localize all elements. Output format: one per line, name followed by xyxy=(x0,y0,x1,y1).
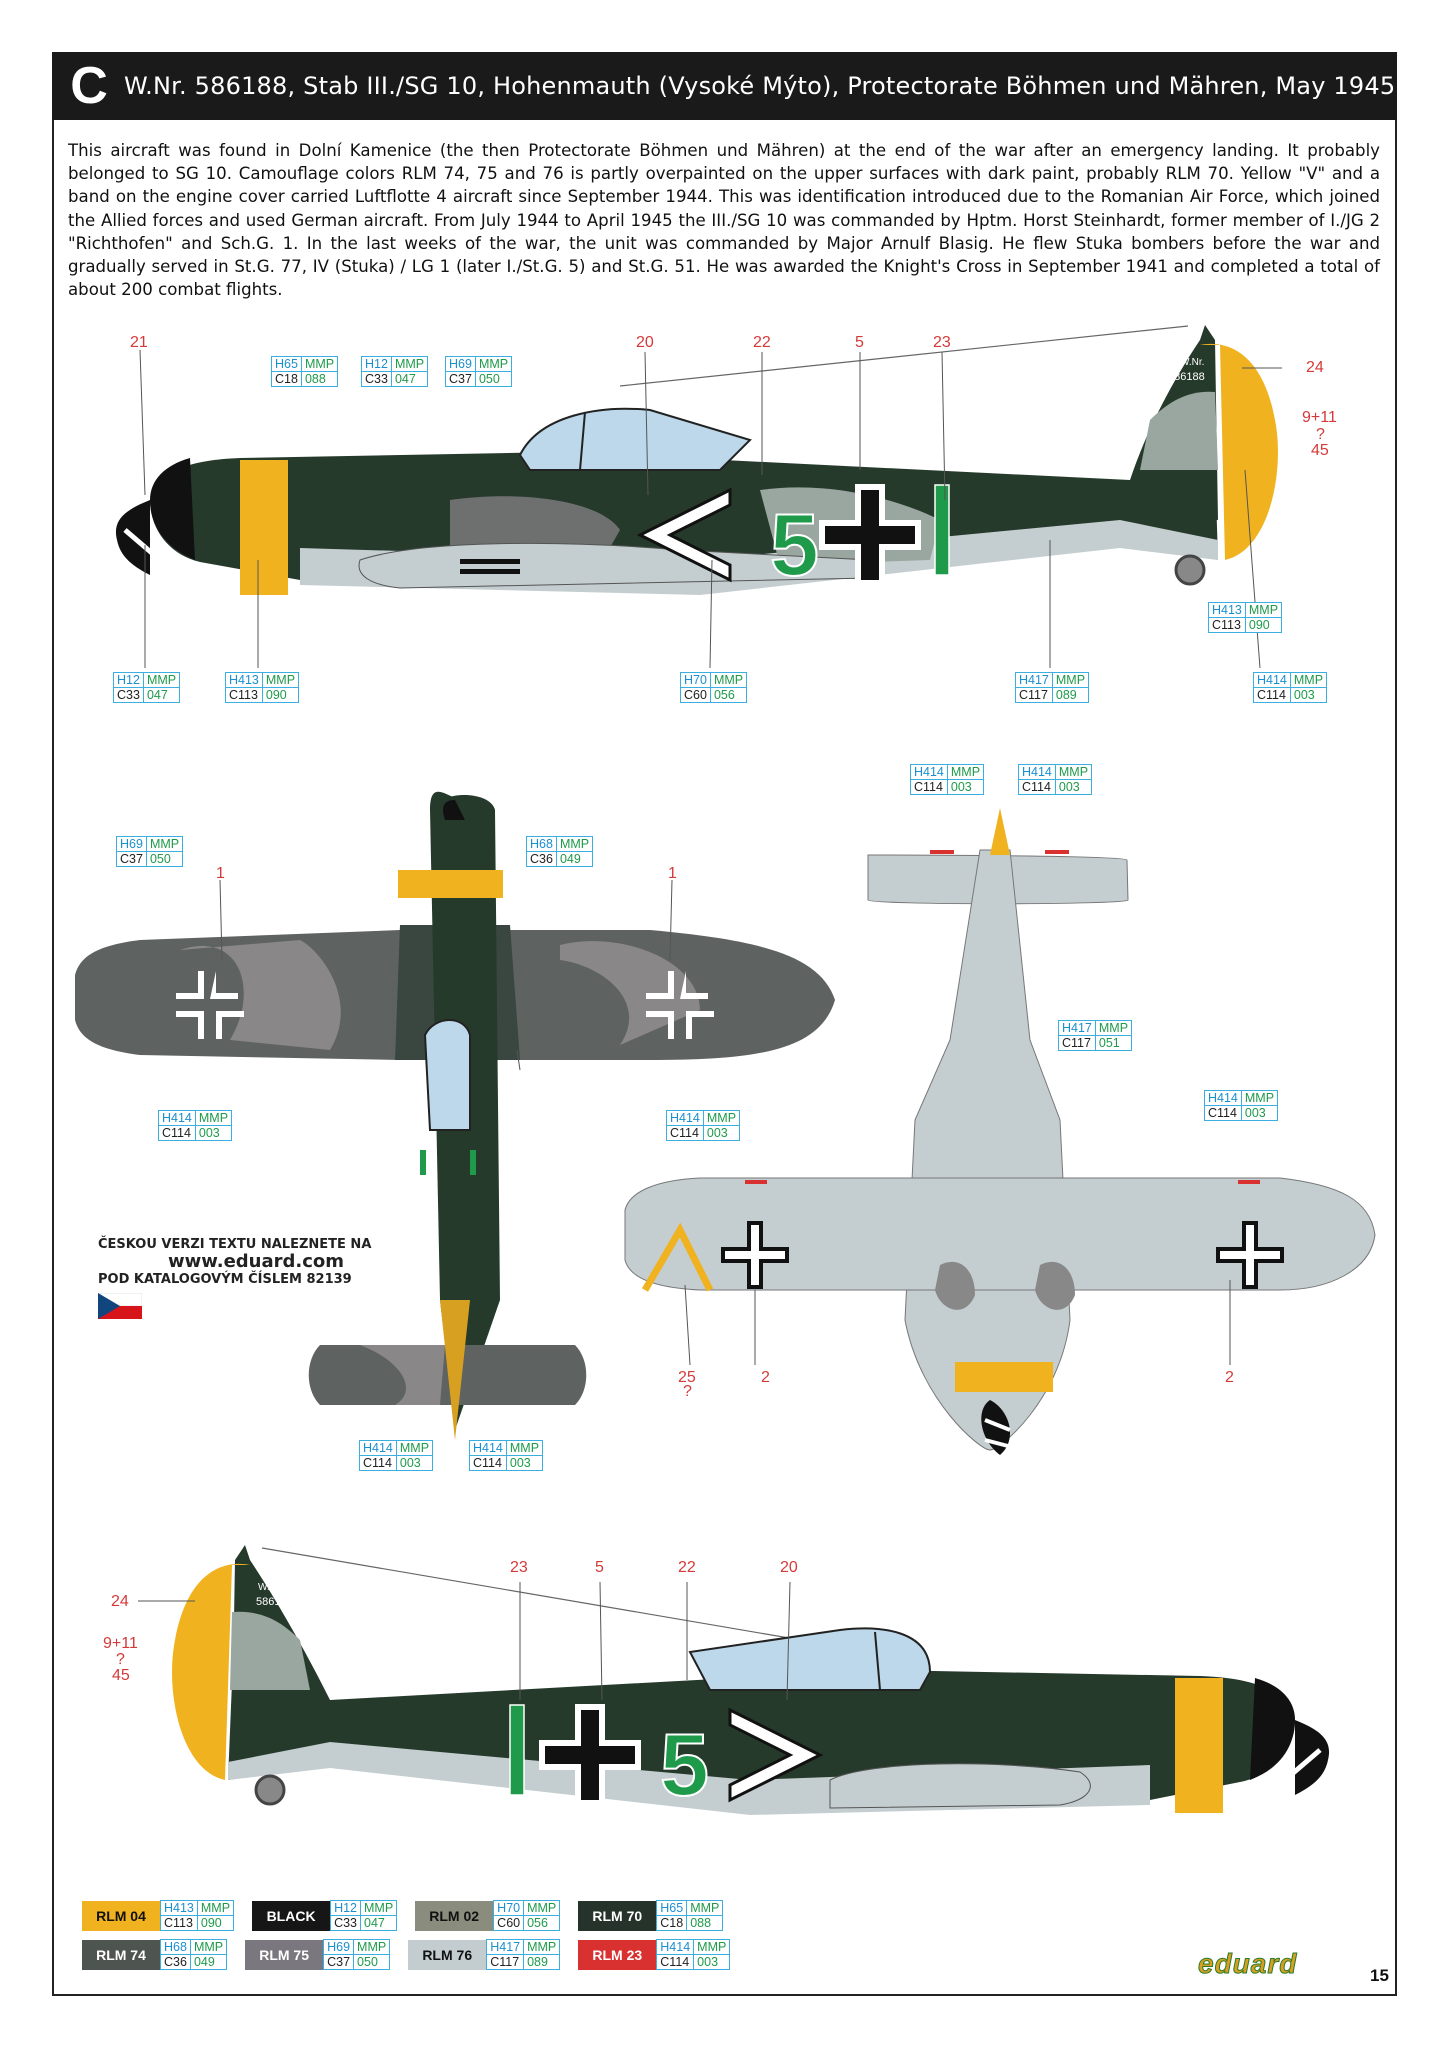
callout-question-b: ? xyxy=(116,1651,125,1668)
callout-5: 5 xyxy=(855,334,864,351)
callout-2-left: 2 xyxy=(761,1369,770,1386)
werknummer-label-right: W.Nr. xyxy=(258,1582,282,1593)
callout-21: 21 xyxy=(130,334,148,351)
legend-swatch: RLM 23 xyxy=(578,1939,657,1970)
callout-45: 45 xyxy=(1311,442,1329,459)
legend-swatch: RLM 76 xyxy=(408,1939,487,1970)
right-side-profile: 5 W.Nr. 586188 xyxy=(172,1545,1330,1815)
bottom-view xyxy=(624,808,1376,1455)
profile-letter: C xyxy=(70,57,108,115)
profile-title: W.Nr. 586188, Stab III./SG 10, Hohenmaut… xyxy=(124,72,1396,100)
callout-20: 20 xyxy=(636,334,654,351)
fuselage-code-right: 5 xyxy=(660,1715,709,1814)
callout-9-11: 9+11 xyxy=(1302,409,1337,426)
callout-25: 25 xyxy=(678,1369,696,1386)
callout-22: 22 xyxy=(753,334,771,351)
werknummer-right: 586188 xyxy=(256,1596,293,1608)
leader-lines xyxy=(138,349,1282,1701)
callout-9-11-b: 9+11 xyxy=(103,1635,138,1652)
callout-24-b: 24 xyxy=(111,1593,129,1610)
werknummer-left: 586188 xyxy=(1168,371,1205,383)
czech-note-line1: ČESKOU VERZI TEXTU NALEZNETE NA xyxy=(98,1237,372,1252)
callout-20-b: 20 xyxy=(780,1559,798,1576)
callout-23: 23 xyxy=(933,334,951,351)
legend-swatch: RLM 04 xyxy=(82,1900,160,1931)
legend-swatch: BLACK xyxy=(252,1900,331,1931)
aircraft-description: This aircraft was found in Dolní Kamenic… xyxy=(68,141,1380,300)
callout-5-b: 5 xyxy=(595,1559,604,1576)
top-view xyxy=(75,791,835,1440)
legend-swatch: RLM 70 xyxy=(578,1900,657,1931)
legend-swatch: RLM 75 xyxy=(245,1939,324,1970)
czech-version-note: ČESKOU VERZI TEXTU NALEZNETE NA www.edua… xyxy=(97,1237,388,1323)
callout-23-b: 23 xyxy=(510,1559,528,1576)
czech-flag-icon xyxy=(97,1292,143,1319)
profile-header: C W.Nr. 586188, Stab III./SG 10, Hohenma… xyxy=(52,52,1397,120)
czech-note-url: www.eduard.com xyxy=(168,1251,345,1272)
callout-2-right: 2 xyxy=(1225,1369,1234,1386)
fuselage-code-left: 5 xyxy=(770,495,819,594)
callout-24: 24 xyxy=(1306,359,1324,376)
callout-1-right: 1 xyxy=(668,865,677,882)
callout-25-question: ? xyxy=(683,1383,692,1400)
callout-45-b: 45 xyxy=(112,1667,130,1684)
page-number: 15 xyxy=(1370,1966,1389,1985)
eduard-logo: eduard xyxy=(1197,1948,1298,1980)
callout-question: ? xyxy=(1316,426,1325,443)
werknummer-label-left: W.Nr. xyxy=(1180,357,1204,368)
legend-swatch: RLM 02 xyxy=(415,1900,494,1931)
legend-swatch: RLM 74 xyxy=(82,1939,160,1970)
left-side-profile: 5 W.Nr. 586188 xyxy=(115,325,1278,595)
callout-1-left: 1 xyxy=(216,865,225,882)
czech-note-line2: POD KATALOGOVÝM ČÍSLEM 82139 xyxy=(98,1272,352,1287)
callout-22-b: 22 xyxy=(678,1559,696,1576)
